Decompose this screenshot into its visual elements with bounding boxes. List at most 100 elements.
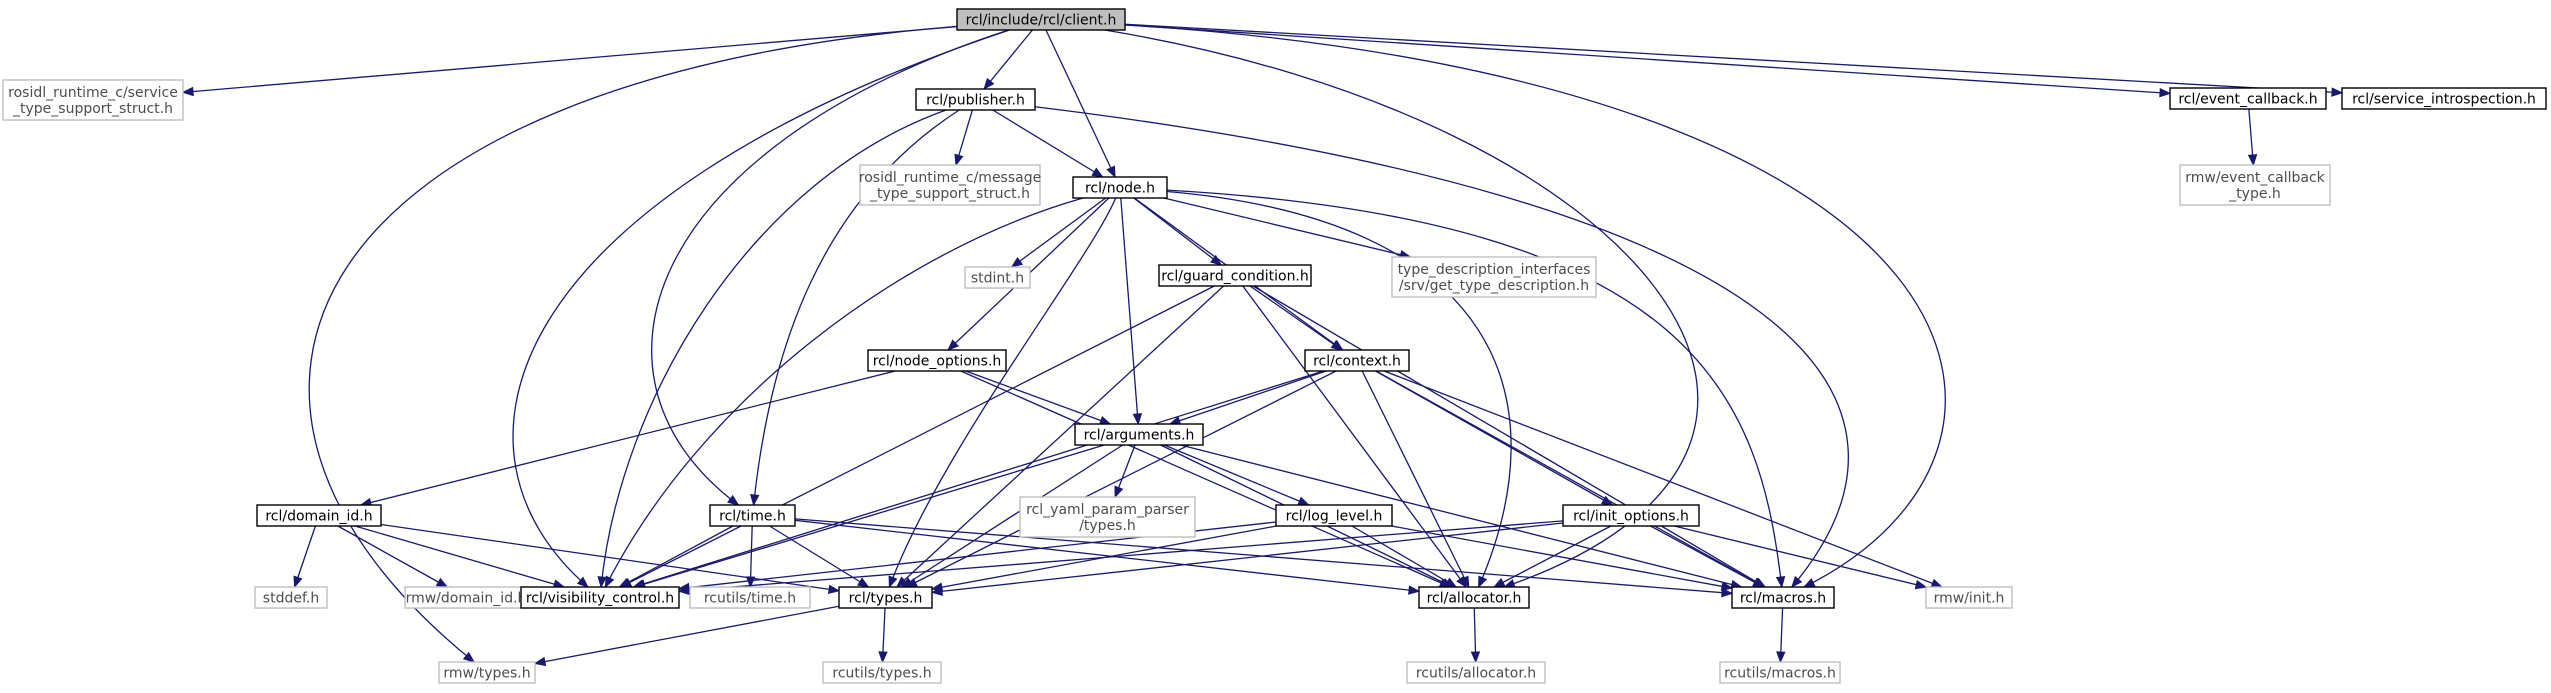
edge-time-to-allocator <box>794 519 1421 595</box>
node-rmw-types: rmw/types.h <box>438 661 536 684</box>
node-macros[interactable]: rcl/macros.h <box>1731 586 1835 609</box>
node-label-line: rmw/types.h <box>443 666 530 682</box>
node-label: rcl/node_options.h <box>873 354 1002 370</box>
edge-context-to-macros <box>1375 370 1766 588</box>
node-label-line: rcl/context.h <box>1313 354 1401 370</box>
edge-publisher-to-message-support <box>954 109 973 167</box>
node-label-line: rcl_yaml_param_parser <box>1026 502 1189 518</box>
edge-domain-id-to-stddef <box>293 525 317 589</box>
node-label: stdint.h <box>971 271 1024 287</box>
node-box <box>438 661 536 684</box>
node-label: rcl/include/rcl/client.h <box>966 13 1117 29</box>
node-rcutils-types: rcutils/types.h <box>822 661 942 684</box>
node-label-line: _type_support_struct.h <box>869 186 1030 202</box>
node-arguments[interactable]: rcl/arguments.h <box>1074 423 1204 446</box>
node-guard-condition[interactable]: rcl/guard_condition.h <box>1158 264 1312 287</box>
node-allocator[interactable]: rcl/allocator.h <box>1418 586 1530 609</box>
edge-node-to-allocator <box>1166 190 1512 589</box>
node-box <box>2169 87 2327 110</box>
node-box <box>254 586 328 609</box>
node-label-line: _type.h <box>2228 186 2281 202</box>
node-box <box>956 8 1126 31</box>
edge-publisher-to-time <box>750 109 960 507</box>
node-label: rcl/context.h <box>1313 354 1401 370</box>
node-label: rcl/init_options.h <box>1573 509 1689 525</box>
edge-node-to-stdint <box>1010 197 1107 268</box>
node-label-line: rcl/arguments.h <box>1084 428 1195 444</box>
node-service-introspection[interactable]: rcl/service_introspection.h <box>2341 87 2547 110</box>
node-label-line: rcutils/time.h <box>704 591 796 607</box>
node-rcutils-allocator: rcutils/allocator.h <box>1406 661 1546 684</box>
edge-client-to-event-callback <box>1124 24 2172 98</box>
node-box <box>1158 264 1312 287</box>
edge-time-to-rcutils-time <box>745 525 756 589</box>
node-label: rcl/visibility_control.h <box>526 591 674 607</box>
node-label-line: rcutils/types.h <box>832 666 931 682</box>
node-service-support: rosidl_runtime_c/service_type_support_st… <box>2 79 184 121</box>
node-label-line: _type_support_struct.h <box>12 101 173 117</box>
node-types[interactable]: rcl/types.h <box>838 586 933 609</box>
node-context[interactable]: rcl/context.h <box>1304 349 1410 372</box>
node-rmw-domain-id: rmw/domain_id.h <box>404 586 528 609</box>
node-label-line: rosidl_runtime_c/service <box>8 85 178 101</box>
node-label-line: rcl/init_options.h <box>1573 509 1689 525</box>
edge-time-to-macros <box>794 518 1734 598</box>
node-box <box>1391 256 1597 298</box>
node-label: rcl/publisher.h <box>926 93 1025 109</box>
node-label: rmw/domain_id.h <box>406 591 527 607</box>
node-label-line: rmw/domain_id.h <box>406 591 527 607</box>
node-label: rcl/domain_id.h <box>265 509 372 525</box>
node-stddef: stddef.h <box>254 586 328 609</box>
node-visibility-control[interactable]: rcl/visibility_control.h <box>520 586 680 609</box>
edge-publisher-to-macros <box>1034 106 1849 589</box>
node-init-options[interactable]: rcl/init_options.h <box>1562 504 1700 527</box>
node-client[interactable]: rcl/include/rcl/client.h <box>956 8 1126 31</box>
node-domain-id[interactable]: rcl/domain_id.h <box>256 504 382 527</box>
node-label: rcl/log_level.h <box>1286 509 1383 525</box>
node-node[interactable]: rcl/node.h <box>1072 176 1168 199</box>
node-label: rcutils/macros.h <box>1724 666 1836 682</box>
node-rmw-init: rmw/init.h <box>1925 586 2013 609</box>
node-node-options[interactable]: rcl/node_options.h <box>867 349 1007 372</box>
edge-allocator-to-rcutils-allocator <box>1470 607 1481 664</box>
node-label: rcl/arguments.h <box>1084 428 1195 444</box>
node-label-line: rmw/init.h <box>1934 591 2005 607</box>
node-box <box>2341 87 2547 110</box>
edge-client-to-publisher <box>983 29 1033 91</box>
node-label: stddef.h <box>263 591 319 607</box>
nodes-layer: rcl/include/rcl/client.h rosidl_runtime_c… <box>2 8 2547 684</box>
node-label-line: rcl/domain_id.h <box>265 509 372 525</box>
node-label-line: rcl/macros.h <box>1740 591 1826 607</box>
edge-time-to-visibility-control <box>618 525 734 588</box>
edge-client-to-node <box>1045 29 1116 179</box>
node-publisher[interactable]: rcl/publisher.h <box>915 88 1036 111</box>
node-label: rmw/init.h <box>1934 591 2005 607</box>
node-label-line: rmw/event_callback <box>2185 170 2325 186</box>
edge-types-to-rcutils-types <box>878 607 888 664</box>
node-label: rcl/service_introspection.h <box>2352 92 2536 108</box>
node-box <box>256 504 382 527</box>
node-box <box>2 79 184 121</box>
node-box <box>964 266 1031 289</box>
edge-node-to-arguments <box>1120 197 1143 426</box>
node-label-line: rcl/visibility_control.h <box>526 591 674 607</box>
node-log-level[interactable]: rcl/log_level.h <box>1275 504 1393 527</box>
node-box <box>1925 586 2013 609</box>
node-event-callback[interactable]: rcl/event_callback.h <box>2169 87 2327 110</box>
node-label-line: rcl/types.h <box>849 591 923 607</box>
node-label: rcl/time.h <box>719 509 786 525</box>
node-label: rosidl_runtime_c/message_type_support_st… <box>859 170 1041 202</box>
node-label-line: rcl/service_introspection.h <box>2352 92 2536 108</box>
node-label: rmw/types.h <box>443 666 530 682</box>
edges-layer <box>181 23 2344 667</box>
node-rcutils-time: rcutils/time.h <box>689 586 811 609</box>
edge-guard-condition-to-context <box>1249 285 1344 351</box>
edge-guard-condition-to-macros <box>1252 285 1767 588</box>
node-label-line: rcl/event_callback.h <box>2178 92 2317 108</box>
edge-log-level-to-macros <box>1391 525 1734 591</box>
edge-client-to-rmw-types <box>308 25 958 663</box>
node-time[interactable]: rcl/time.h <box>709 504 796 527</box>
node-yaml-types: rcl_yaml_param_parser/types.h <box>1019 496 1196 538</box>
edge-init-options-to-allocator <box>1492 525 1612 588</box>
node-label-line: stddef.h <box>263 591 319 607</box>
